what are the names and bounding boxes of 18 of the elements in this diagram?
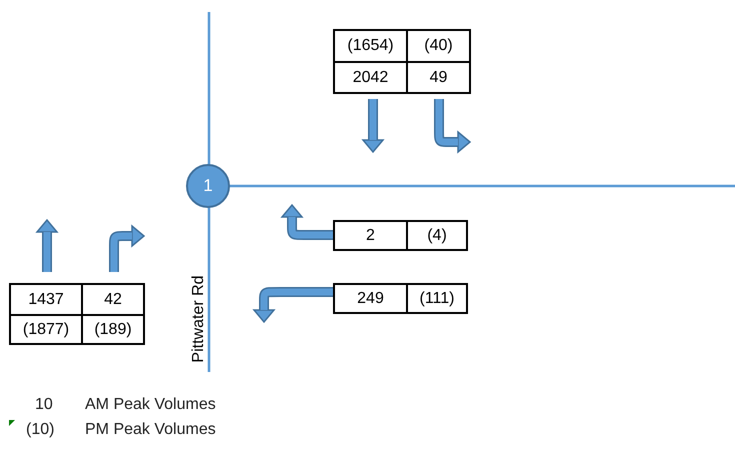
road-name: Pittwater Rd (190, 275, 208, 363)
intersection-marker: 1 (186, 164, 230, 208)
legend-text: (10) (26, 421, 54, 439)
legend-text: PM Peak Volumes (85, 421, 216, 439)
table-cell: 249 (333, 283, 408, 314)
table-cell: 1437 (9, 283, 83, 316)
legend-text: 10 (35, 396, 53, 414)
table-cell: (40) (406, 29, 471, 63)
legend-text: AM Peak Volumes (85, 396, 216, 414)
table-cell: 2 (333, 220, 408, 251)
table-cell: (1654) (333, 29, 408, 63)
table-cell: (111) (406, 283, 468, 314)
table-cell: 49 (406, 61, 471, 94)
table-cell: (189) (81, 314, 145, 345)
table-cell: (4) (406, 220, 468, 251)
table-cell: 2042 (333, 61, 408, 94)
table-cell: 42 (81, 283, 145, 316)
table-cell: (1877) (9, 314, 83, 345)
